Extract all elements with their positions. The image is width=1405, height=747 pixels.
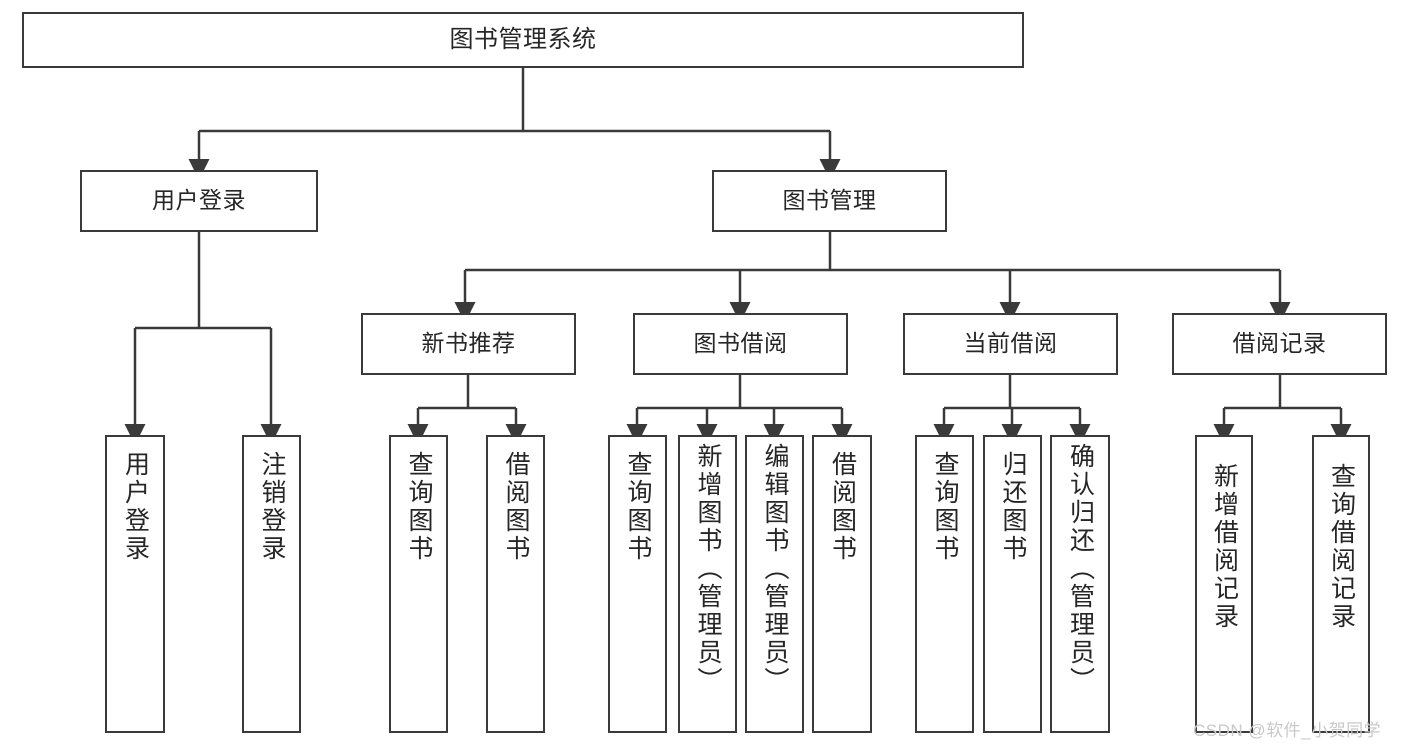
node-label: 用户登录 xyxy=(121,451,150,563)
node-label: 查询借阅记录 xyxy=(1327,463,1356,631)
leaf-query-book-3[interactable]: 查询图书 xyxy=(915,435,974,733)
node-label: 用户登录 xyxy=(152,187,246,214)
node-label: 编辑图书（管理员） xyxy=(761,443,789,695)
node-label: 借阅图书 xyxy=(502,451,530,563)
node-label: 当前借阅 xyxy=(963,330,1058,357)
node-label: 新增图书（管理员） xyxy=(694,443,722,695)
leaf-borrow-book-1[interactable]: 借阅图书 xyxy=(486,435,545,733)
node-label: 新增借阅记录 xyxy=(1210,463,1239,631)
node-label: 查询图书 xyxy=(405,451,433,563)
leaf-query-book-2[interactable]: 查询图书 xyxy=(608,435,667,733)
node-new-book-recommend[interactable]: 新书推荐 xyxy=(361,313,576,375)
node-label: 图书借阅 xyxy=(693,330,788,357)
leaf-logout[interactable]: 注销登录 xyxy=(242,435,301,733)
node-book-borrow[interactable]: 图书借阅 xyxy=(633,313,848,375)
node-label: 图书管理系统 xyxy=(449,25,597,53)
node-label: 新书推荐 xyxy=(421,330,516,357)
leaf-edit-book[interactable]: 编辑图书（管理员） xyxy=(745,435,804,733)
leaf-confirm-return[interactable]: 确认归还（管理员） xyxy=(1050,435,1110,733)
csdn-watermark: CSDN @软件_小贺同学 xyxy=(1193,721,1382,740)
node-label: 借阅记录 xyxy=(1232,330,1327,357)
node-label: 图书管理 xyxy=(782,187,877,214)
node-label: 确认归还（管理员） xyxy=(1066,443,1095,695)
leaf-add-book[interactable]: 新增图书（管理员） xyxy=(678,435,737,733)
leaf-add-record[interactable]: 新增借阅记录 xyxy=(1195,435,1253,733)
node-book-manage[interactable]: 图书管理 xyxy=(712,170,947,232)
node-label: 借阅图书 xyxy=(828,451,857,563)
leaf-return-book[interactable]: 归还图书 xyxy=(983,435,1042,733)
leaf-user-login[interactable]: 用户登录 xyxy=(105,435,165,733)
node-label: 查询图书 xyxy=(624,451,652,563)
node-label: 注销登录 xyxy=(258,451,286,563)
node-user-login[interactable]: 用户登录 xyxy=(80,170,318,232)
node-borrow-record[interactable]: 借阅记录 xyxy=(1172,313,1387,375)
node-root-system[interactable]: 图书管理系统 xyxy=(22,12,1024,68)
node-label: 归还图书 xyxy=(999,451,1027,563)
node-label: 查询图书 xyxy=(931,451,959,563)
leaf-query-book-1[interactable]: 查询图书 xyxy=(389,435,448,733)
leaf-query-record[interactable]: 查询借阅记录 xyxy=(1312,435,1370,733)
leaf-borrow-book-2[interactable]: 借阅图书 xyxy=(812,435,872,733)
node-current-borrow[interactable]: 当前借阅 xyxy=(903,313,1118,375)
